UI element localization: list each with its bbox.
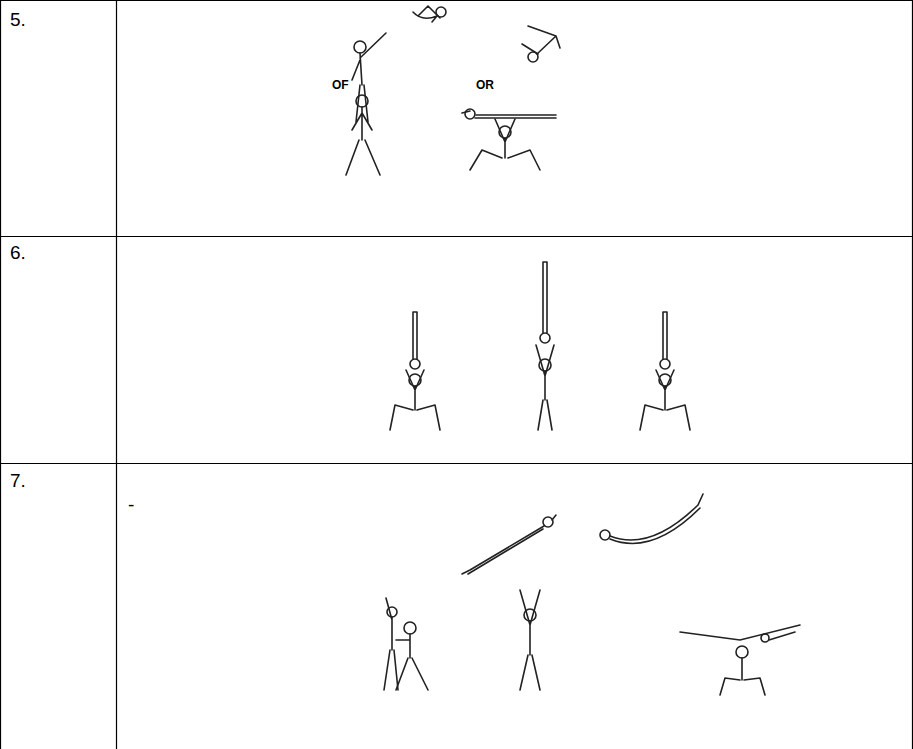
option-label: OR [476,79,494,92]
acrobat-figures [346,6,800,695]
row-number: 5. [10,10,26,31]
row-number: 6. [10,243,26,264]
cell-note: - [128,495,134,516]
option-label: OF [332,79,349,92]
row-number: 7. [10,471,26,492]
